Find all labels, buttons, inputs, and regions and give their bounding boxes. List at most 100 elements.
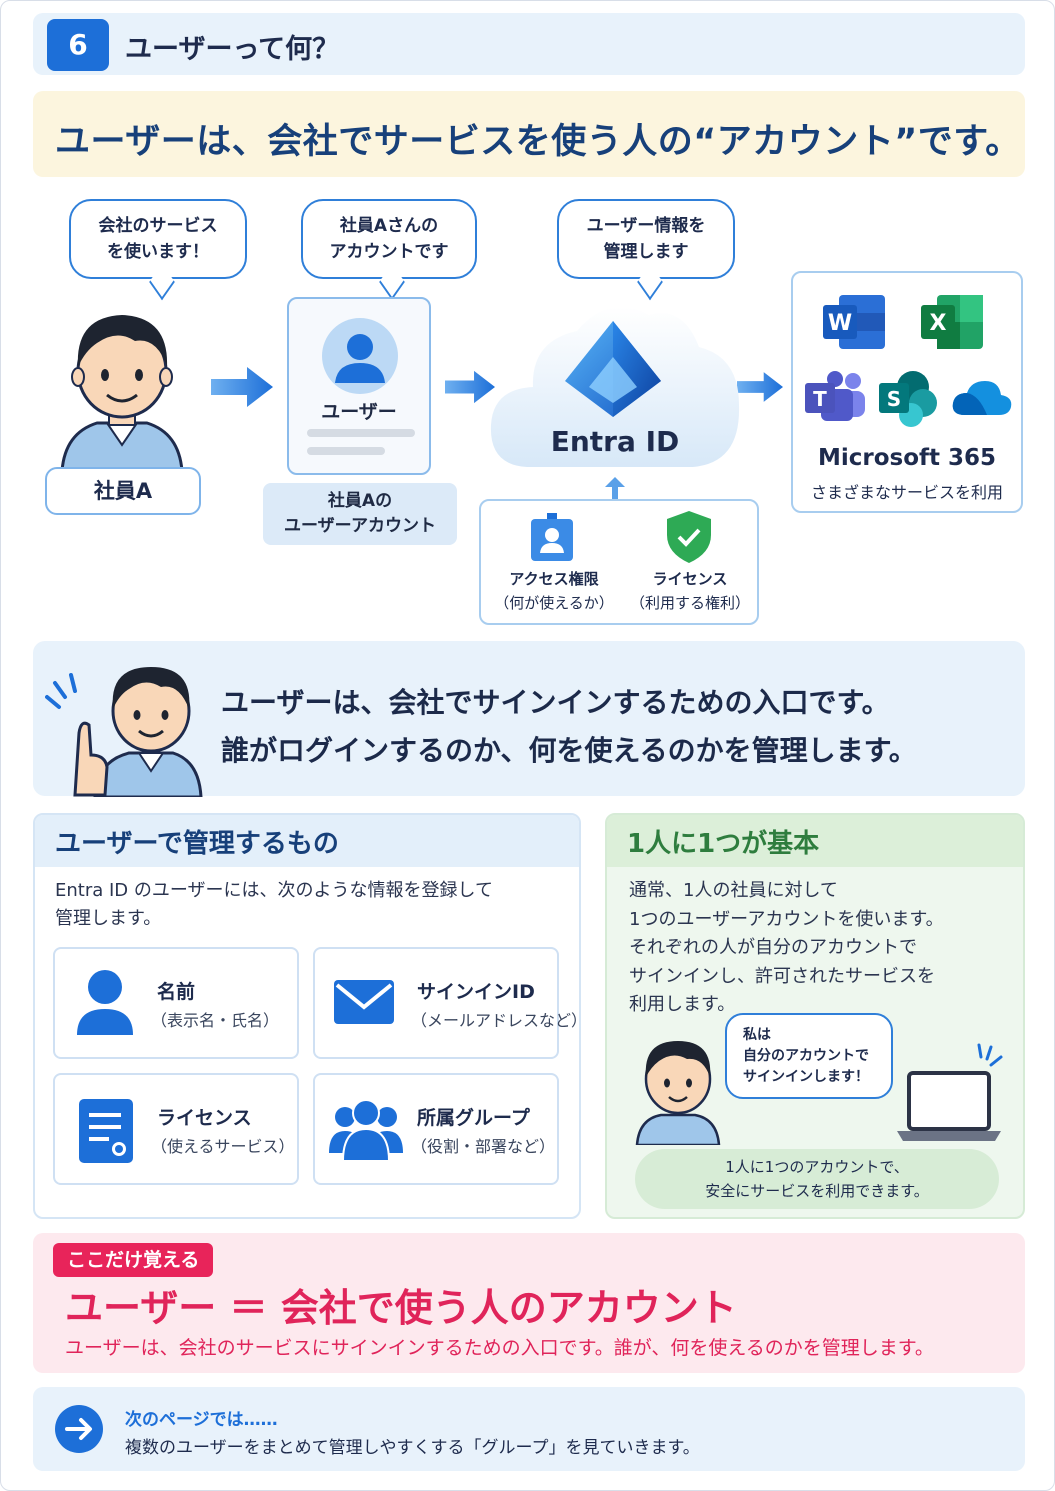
arrow-right-icon [445,370,495,404]
license-label: ライセンス （利用する権利） [621,567,759,615]
one-panel-body: 通常、1人の社員に対して 1つのユーザーアカウントを使います。 それぞれの人が自… [629,877,944,1020]
employee-label: 社員A [45,467,201,515]
manage-panel: ユーザーで管理するもの Entra ID のユーザーには、次のような情報を登録し… [33,813,581,1219]
bubble-account-line2: アカウントです [329,242,449,262]
remember-tag: ここだけ覚える [53,1243,214,1277]
item-signin-id: サインインID （メールアドレスなど） [313,947,579,1059]
arrow-right-icon [211,367,273,407]
item-name-title: 名前 [157,981,196,1003]
info-line2: 誰がログインするのか、何を使えるのかを管理します。 [221,734,917,767]
one-panel-title: 1人に1つが基本 [607,815,1023,867]
one-body-line3: それぞれの人が自分のアカウントで [629,937,917,958]
svg-text:S: S [887,387,901,411]
sharepoint-icon: S [879,371,937,427]
shield-check-icon [667,511,711,563]
manage-panel-desc: Entra ID のユーザーには、次のような情報を登録して 管理します。 [55,877,493,933]
bubble-line2: 自分のアカウントで [743,1048,869,1064]
one-panel-bubble: 私は 自分のアカウントで サインインします！ [725,1013,893,1099]
item-signin-title: サインインID [417,981,535,1003]
one-body-line5: 利用します。 [629,994,736,1015]
manage-panel-title: ユーザーで管理するもの [35,815,579,867]
person-icon [77,970,133,1035]
onedrive-icon [952,381,1012,415]
section-number: 6 [47,19,109,71]
access-label-line2: （何が使えるか） [494,594,614,612]
next-title: 次のページでは…… [125,1410,278,1430]
section-header: 6 ユーザーって何？ [33,13,1025,75]
ms365-title: Microsoft 365 [817,445,997,471]
bubble-employee: 会社のサービス を使います！ [69,199,247,301]
license-label-line2: （利用する権利） [629,594,750,612]
user-account-card: ユーザー [287,297,431,475]
bubble-line1: 私は [743,1027,771,1043]
note-line2: 安全にサービスを利用できます。 [705,1182,929,1200]
svg-text:X: X [930,311,947,336]
info-line1: ユーザーは、会社でサインインするための入口です。 [221,686,890,719]
next-body: 複数のユーザーをまとめて管理しやすくする「グループ」を見ていきます。 [125,1438,700,1458]
caption-line1: 社員Aの [327,491,393,511]
note-line1: 1人に1つのアカウントで、 [725,1158,909,1176]
svg-text:W: W [828,311,852,336]
arrow-up-icon [605,477,625,499]
id-badge-icon [531,513,573,561]
bubble-entra-line2: 管理します [603,242,689,262]
document-icon [79,1099,133,1163]
mail-icon [334,980,394,1024]
headline-text: ユーザーは、会社でサービスを使う人の“アカウント”です。 [55,122,1021,162]
item-group: 所属グループ （役割・部署など） [313,1073,559,1185]
ms365-subtitle: さまざまなサービスを利用 [810,483,1003,502]
item-license-title: ライセンス [157,1107,252,1129]
item-signin-sub: （メールアドレスなど） [411,1011,581,1030]
one-body-line4: サインインし、許可されたサービスを [629,965,935,987]
item-license: ライセンス （使えるサービス） [53,1073,299,1185]
headline-banner: ユーザーは、会社でサービスを使う人の“アカウント”です。 [33,91,1025,177]
entra-id-label: Entra ID [550,425,680,458]
user-account-caption: 社員Aの ユーザーアカウント [263,483,457,545]
person-icon [635,1041,721,1145]
license-label-line1: ライセンス [652,570,728,588]
entra-id-logo-icon [565,321,661,417]
item-group-sub: （役割・部署など） [411,1137,556,1156]
remember-summary: ユーザーは、会社のサービスにサインインするための入口です。誰が、何を使えるのかを… [65,1337,934,1359]
arrow-right-icon [737,372,783,402]
bubble-line3: サインインします！ [743,1069,869,1085]
item-name-sub: （表示名・氏名） [151,1011,280,1030]
item-license-sub: （使えるサービス） [151,1137,295,1156]
placeholder-bar [307,429,415,437]
user-card-label: ユーザー [321,401,397,423]
remember-box: ここだけ覚える ユーザー ＝ 会社で使う人のアカウント ユーザーは、会社のサービ… [33,1233,1025,1373]
user-avatar-icon [322,318,398,394]
laptop-icon [897,1043,1003,1141]
bubble-employee-line1: 会社のサービス [98,216,218,236]
remember-headline: ユーザー ＝ 会社で使う人のアカウント [65,1286,737,1330]
manage-desc-line1: Entra ID のユーザーには、次のような情報を登録して [55,880,493,901]
access-label-line1: アクセス権限 [509,570,599,588]
group-icon [329,1099,403,1161]
bubble-entra-line1: ユーザー情報を [586,216,706,236]
item-name: 名前 （表示名・氏名） [53,947,299,1059]
caption-line2: ユーザーアカウント [284,516,436,536]
employee-person-icon [60,315,184,471]
access-license-box: アクセス権限 （何が使えるか） ライセンス （利用する権利） [479,499,759,625]
one-body-line2: 1つのユーザーアカウントを使います。 [629,908,944,930]
info-box: ユーザーは、会社でサインインするための入口です。 誰がログインするのか、何を使え… [33,641,1025,797]
placeholder-bar [307,447,385,455]
teams-icon: T [805,371,865,421]
bubble-entra: ユーザー情報を 管理します [557,199,735,301]
arrow-right-circle-icon[interactable] [55,1405,103,1453]
microsoft-365-box: W X T S [791,271,1023,513]
one-per-person-panel: 1人に1つが基本 通常、1人の社員に対して 1つのユーザーアカウントを使います。… [605,813,1025,1219]
item-group-title: 所属グループ [417,1107,530,1129]
access-label: アクセス権限 （何が使えるか） [485,567,623,615]
pointing-person-icon [45,667,203,797]
one-panel-note: 1人に1つのアカウントで、 安全にサービスを利用できます。 [635,1149,999,1209]
manage-desc-line2: 管理します。 [55,908,162,929]
one-body-line1: 通常、1人の社員に対して [629,880,838,901]
excel-icon: X [921,295,983,349]
bubble-account: 社員Aさんの アカウントです [301,199,477,301]
svg-text:T: T [813,387,827,411]
next-page-box: 次のページでは…… 複数のユーザーをまとめて管理しやすくする「グループ」を見てい… [33,1387,1025,1471]
section-title: ユーザーって何？ [125,34,340,65]
word-icon: W [823,295,885,349]
